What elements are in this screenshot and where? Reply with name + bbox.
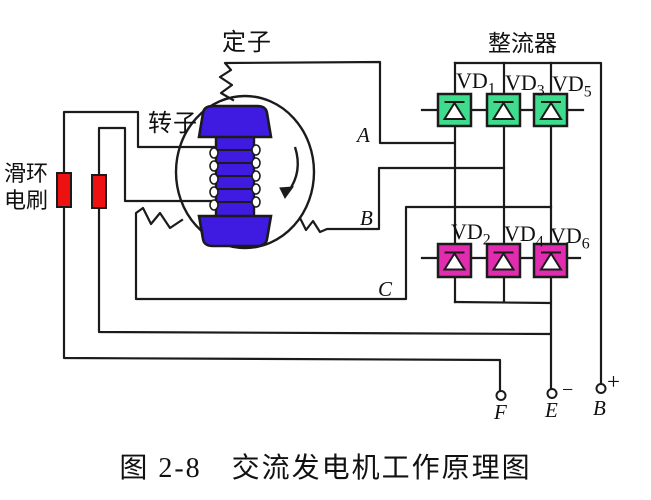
diode-vd4-label: VD4 [504, 221, 544, 251]
terminal-e-label: E [545, 398, 558, 422]
rectifier-label: 整流器 [488, 31, 557, 56]
wire-negative-rail [453, 300, 553, 391]
wire-to-terminal-e [97, 203, 552, 336]
rotor-top-cap [197, 104, 273, 139]
stator-label: 定子 [222, 30, 272, 56]
diode-vd1-label: VD1 [456, 68, 496, 98]
terminal-e [546, 388, 558, 399]
diode-symbols [442, 101, 563, 271]
brush-right [91, 174, 107, 209]
phase-b-label: B [360, 206, 373, 230]
plus-sign: + [607, 369, 620, 394]
diode-vd2-label: VD2 [451, 219, 491, 249]
diode-symbol-vd5 [539, 101, 563, 120]
rotor-bobbin [197, 104, 273, 248]
phase-a-label: A [357, 123, 370, 147]
brush-left [56, 172, 72, 208]
wire-brush-left-to-rotor [62, 110, 220, 175]
diode-symbol-vd6 [539, 251, 563, 271]
diode-vd4 [485, 242, 522, 279]
wire-phase-c [134, 205, 553, 301]
diode-vd6-label: VD6 [550, 223, 590, 253]
wire-phase-a [218, 60, 456, 145]
rotor-label: 转子 [148, 111, 198, 137]
diode-symbol-vd2 [442, 251, 467, 271]
slip-ring-label: 滑环 [4, 161, 49, 186]
diode-vd5-label: VD5 [552, 71, 592, 101]
terminal-f-label: F [494, 400, 507, 424]
wire-to-terminal-f [62, 205, 502, 393]
rotor-coil [209, 144, 261, 211]
wire-brush-right-to-rotor [97, 126, 219, 203]
brush-label: 电刷 [4, 188, 49, 213]
stator-circle [174, 94, 316, 250]
wire-phase-b [298, 166, 506, 234]
diode-vd1 [436, 92, 473, 128]
phase-c-label: C [378, 277, 393, 301]
terminal-b-label: B [593, 396, 606, 420]
diode-vd3-label: VD3 [505, 70, 545, 100]
diode-symbol-vd3 [491, 101, 516, 120]
diode-symbol-vd4 [491, 251, 516, 271]
terminal-b [595, 383, 607, 394]
diode-symbol-vd1 [442, 101, 467, 120]
terminal-f [495, 390, 507, 401]
rotor-bottom-cap [197, 214, 273, 248]
minus-sign: − [562, 379, 574, 401]
rotation-arrow-icon [279, 146, 299, 199]
figure-caption: 图 2-8 交流发电机工作原理图 [119, 453, 532, 484]
